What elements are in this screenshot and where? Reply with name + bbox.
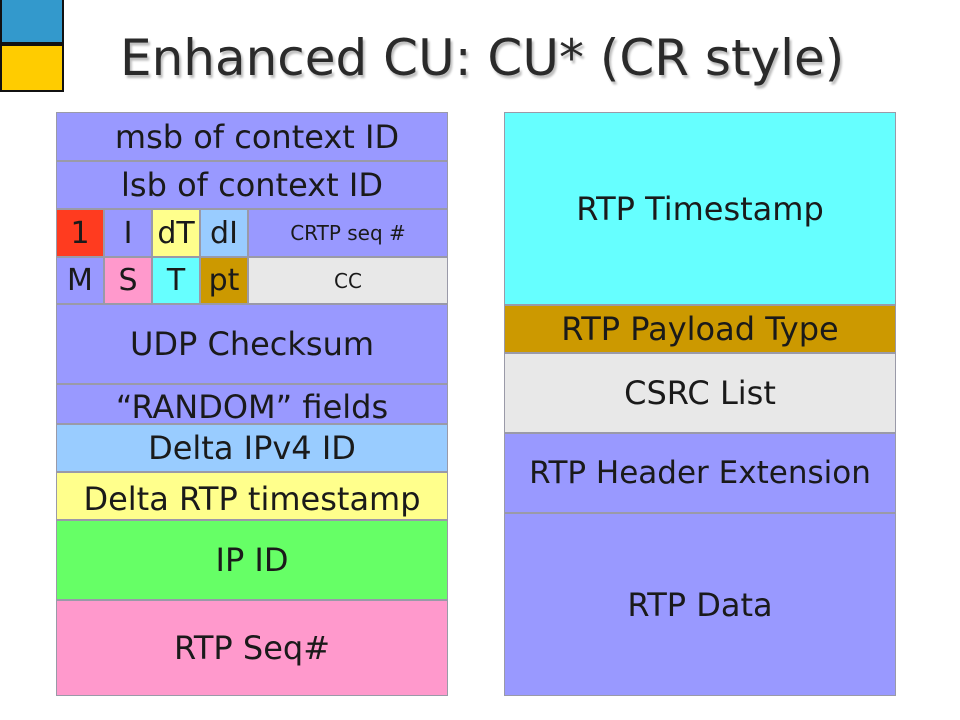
rtp-payload-type-field: RTP Payload Type <box>504 305 896 353</box>
delta-ipv4-id-field: Delta IPv4 ID <box>56 424 448 472</box>
csrc-list-field: CSRC List <box>504 353 896 433</box>
rtp-header-extension-field: RTP Header Extension <box>504 433 896 513</box>
decorative-blue-square <box>0 0 64 44</box>
cc-field: CC <box>248 257 448 304</box>
flag-dt-field: dT <box>152 209 200 257</box>
flag-s-field: S <box>104 257 152 304</box>
lsb-context-id-field: lsb of context ID <box>56 161 448 209</box>
rtp-seq-field: RTP Seq# <box>56 600 448 696</box>
rtp-data-field: RTP Data <box>504 513 896 696</box>
slide-title: Enhanced CU: CU* (CR style) <box>120 29 845 87</box>
random-fields-field: “RANDOM” fields <box>56 384 448 424</box>
decorative-yellow-square <box>0 44 64 92</box>
msb-context-id-field: msb of context ID <box>56 112 448 161</box>
flag-i-field: I <box>104 209 152 257</box>
flag-t-field: T <box>152 257 200 304</box>
udp-checksum-field: UDP Checksum <box>56 304 448 384</box>
flag-1-field: 1 <box>56 209 104 257</box>
flag-di-field: dI <box>200 209 248 257</box>
crtp-seq-field: CRTP seq # <box>248 209 448 257</box>
delta-rtp-timestamp-field: Delta RTP timestamp <box>56 472 448 520</box>
flag-pt-field: pt <box>200 257 248 304</box>
flag-m-field: M <box>56 257 104 304</box>
rtp-timestamp-field: RTP Timestamp <box>504 112 896 305</box>
ip-id-field: IP ID <box>56 520 448 600</box>
